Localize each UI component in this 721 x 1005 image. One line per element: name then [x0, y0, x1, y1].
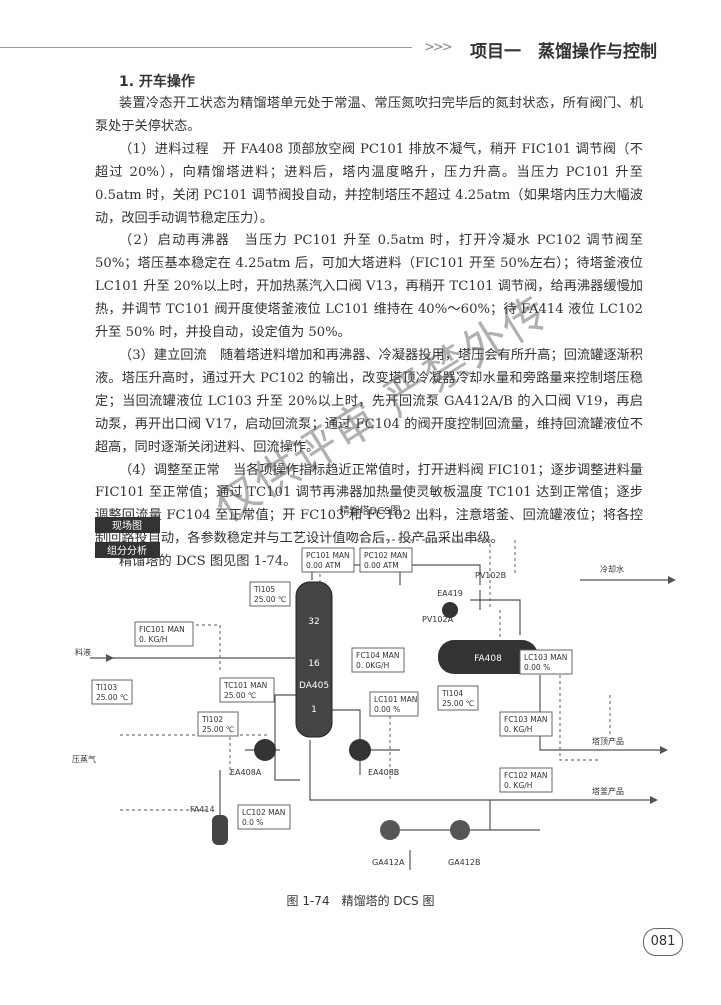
fc104-value: 0. 0KG/H: [356, 661, 389, 670]
pc102-value: 0.00 ATM: [364, 561, 399, 570]
pump-ga412b: [450, 820, 470, 840]
stream-label: 冷却水: [600, 564, 624, 574]
equipment-label: EA419: [437, 589, 463, 598]
button-bg: [95, 542, 160, 558]
lc102-tag: LC102 MAN: [242, 808, 285, 817]
fc103-tag: FC103 MAN: [504, 715, 547, 724]
stream-label: 塔釜产品: [592, 786, 624, 796]
header-rule: [0, 47, 412, 48]
chevron-icon: >>>: [424, 40, 453, 55]
section-title: 1. 开车操作: [119, 74, 195, 90]
tray-label: 16: [308, 659, 320, 669]
dcs-title: 精馏塔DCS图: [339, 504, 400, 517]
equipment-label: FA414: [190, 805, 215, 814]
ti105-tag: TI105: [253, 585, 275, 594]
tray-label: 1: [311, 705, 317, 715]
dcs-diagram: 精馏塔DCS图 现场图 组分分析 32 16 DA405 1 FA408 EA4…: [72, 504, 676, 870]
stream-label: 塔顶产品: [592, 736, 624, 746]
tray-label: 32: [308, 617, 319, 627]
paragraph: 装置冷态开工状态为精馏塔单元处于常温、常压氮吹扫完毕后的氮封状态，所有阀门、机泵…: [95, 96, 643, 134]
paragraph: （2）启动再沸器 当压力 PC101 升至 0.5atm 时，打开冷凝水 PC1…: [95, 233, 643, 341]
equipment-label: GA412B: [448, 858, 480, 867]
figure-caption: 图 1-74 精馏塔的 DCS 图: [286, 894, 435, 908]
fic101-value: 0. KG/H: [139, 635, 167, 644]
pc101-tag: PC101 MAN: [306, 551, 350, 560]
tower-da405: [295, 581, 333, 738]
pc102-tag: PC102 MAN: [364, 551, 408, 560]
component-analysis-button[interactable]: 组分分析: [107, 544, 147, 557]
paragraph: （1）进料过程 开 FA408 顶部放空阀 PC101 排放不凝气，稍开 FIC…: [95, 141, 643, 226]
ti102-value: 25.00 ℃: [202, 725, 234, 734]
valve-label: PV102A: [422, 615, 454, 624]
ti103-value: 25.00 ℃: [96, 693, 128, 702]
fc103-value: 0. KG/H: [504, 725, 532, 734]
tower-label: DA405: [299, 681, 329, 691]
valve-label: PV102B: [475, 571, 506, 580]
page-number: 081: [643, 928, 683, 956]
lc103-tag: LC103 MAN: [524, 653, 567, 662]
button-bg: [95, 517, 160, 533]
body-text: 装置冷态开工状态为精馏塔单元处于常温、常压氮吹扫完毕后的氮封状态，所有阀门、机泵…: [95, 93, 643, 574]
lc101-tag: LC101 MAN: [374, 695, 417, 704]
condenser-ea419: [442, 602, 458, 618]
pump-ga412a: [380, 820, 400, 840]
ti105-value: 25.00 ℃: [254, 595, 286, 604]
tank-fa414: [212, 815, 228, 845]
pc101-value: 0.00 ATM: [306, 561, 341, 570]
tc101-tag: TC101 MAN: [223, 681, 267, 690]
reboiler-ea408a: [254, 739, 276, 761]
ti102-tag: TI102: [201, 715, 223, 724]
paragraph: （3）建立回流 随着塔进料增加和再沸器、冷凝器投用，塔压会有所升高；回流罐逐渐积…: [95, 347, 643, 455]
running-header-title: 项目一 蒸馏操作与控制: [470, 42, 657, 62]
field-view-button[interactable]: 现场图: [112, 519, 142, 532]
paragraph: 精馏塔的 DCS 图见图 1-74。: [119, 554, 297, 570]
fc102-tag: FC102 MAN: [504, 771, 547, 780]
ti104-value: 25.00 ℃: [442, 699, 474, 708]
fic101-tag: FIC101 MAN: [139, 625, 185, 634]
paragraph: （4）调整至正常 当各项操作指标趋近正常值时，打开进料阀 FIC101；逐步调整…: [95, 462, 643, 547]
ti103-tag: TI103: [95, 683, 117, 692]
equipment-label: GA412A: [372, 858, 405, 867]
tc101-value: 25.00 ℃: [224, 691, 256, 700]
lc101-value: 0.00 %: [374, 705, 400, 714]
lc102-value: 0.0 %: [242, 818, 263, 827]
fc104-tag: FC104 MAN: [356, 651, 399, 660]
stream-label: 压蒸气: [72, 754, 96, 764]
drum-fa408: [438, 640, 538, 674]
equipment-label: EA408B: [368, 768, 399, 777]
reboiler-ea408b: [349, 739, 371, 761]
drum-label: FA408: [474, 654, 502, 664]
lc103-value: 0.00 %: [524, 663, 550, 672]
ti104-tag: TI104: [441, 689, 463, 698]
fc102-value: 0. KG/H: [504, 781, 532, 790]
stream-label: 料液: [75, 647, 91, 657]
equipment-label: EA408A: [230, 768, 262, 777]
